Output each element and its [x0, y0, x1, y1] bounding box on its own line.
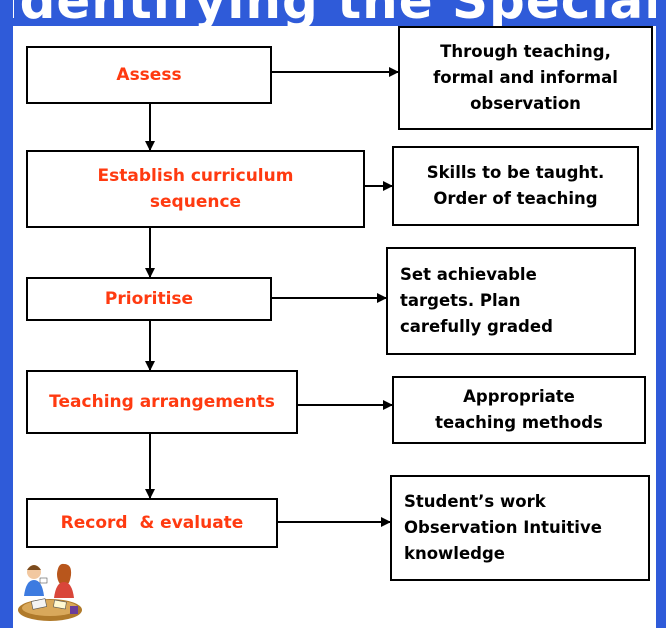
step-label: Assess — [116, 65, 182, 85]
note-label: Skills to be taught. Order of teaching — [426, 163, 605, 208]
frame-left-border — [0, 0, 13, 628]
students-clipart-icon — [18, 563, 82, 621]
note-label: Appropriate teaching methods — [435, 387, 603, 432]
page-title: Identifying the Special Learning Needs — [0, 0, 666, 26]
step-label: Teaching arrangements — [49, 392, 275, 412]
step-label: Record & evaluate — [60, 513, 244, 533]
step-label: Establish curriculum sequence — [97, 166, 294, 212]
note-curriculum-sequence: Skills to be taught. Order of teaching — [392, 146, 639, 226]
frame-right-border — [656, 0, 666, 628]
note-assess: Through teaching, formal and informal ob… — [398, 26, 653, 130]
step-curriculum-sequence: Establish curriculum sequence — [26, 150, 365, 228]
step-prioritise: Prioritise — [26, 277, 272, 321]
note-teaching-arrangements: Appropriate teaching methods — [392, 376, 646, 444]
note-prioritise: Set achievable targets. Plan carefully g… — [386, 247, 636, 355]
note-label: Through teaching, formal and informal ob… — [433, 42, 618, 113]
note-record-evaluate: Student’s work Observation Intuitive kno… — [390, 475, 650, 581]
step-assess: Assess — [26, 46, 272, 104]
step-record-evaluate: Record & evaluate — [26, 498, 278, 548]
step-label: Prioritise — [104, 289, 194, 309]
note-label: Student’s work Observation Intuitive kno… — [404, 492, 602, 563]
step-teaching-arrangements: Teaching arrangements — [26, 370, 298, 434]
note-label: Set achievable targets. Plan carefully g… — [400, 265, 553, 336]
title-banner: Identifying the Special Learning Needs — [0, 0, 666, 26]
